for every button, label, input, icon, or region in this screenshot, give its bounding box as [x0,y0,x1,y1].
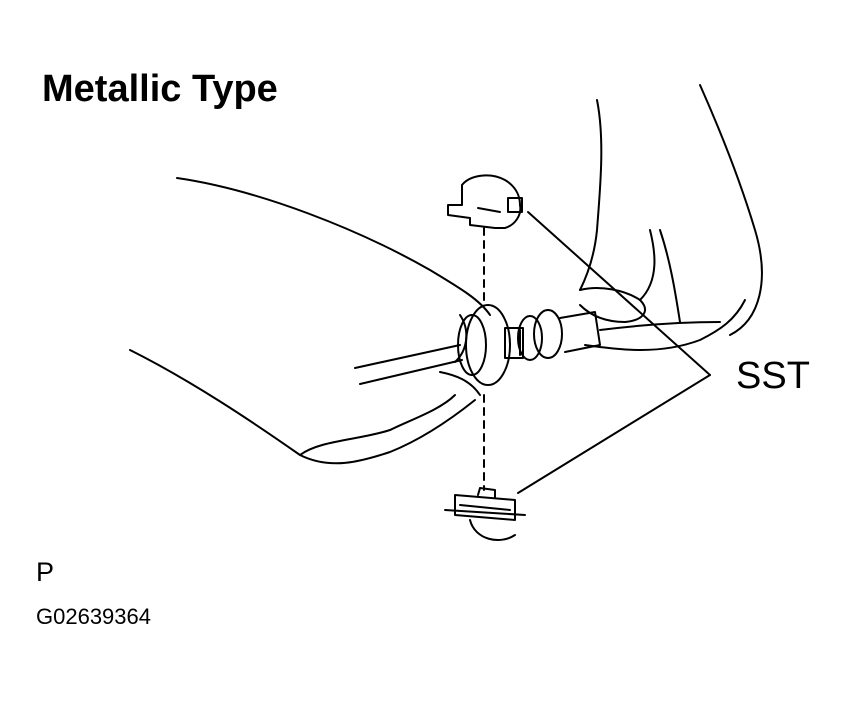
sensor-shaft [354,304,601,386]
diagram-title: Metallic Type [42,68,278,110]
sst-lower-clamp [444,487,526,541]
figure-id: G02639364 [36,604,151,629]
left-hand [129,177,491,465]
sst-leader-lines [517,211,711,494]
view-marker: P [36,557,55,587]
sst-callout-label: SST [736,355,810,397]
right-hand [579,84,763,351]
sst-upper-clamp [447,174,523,229]
